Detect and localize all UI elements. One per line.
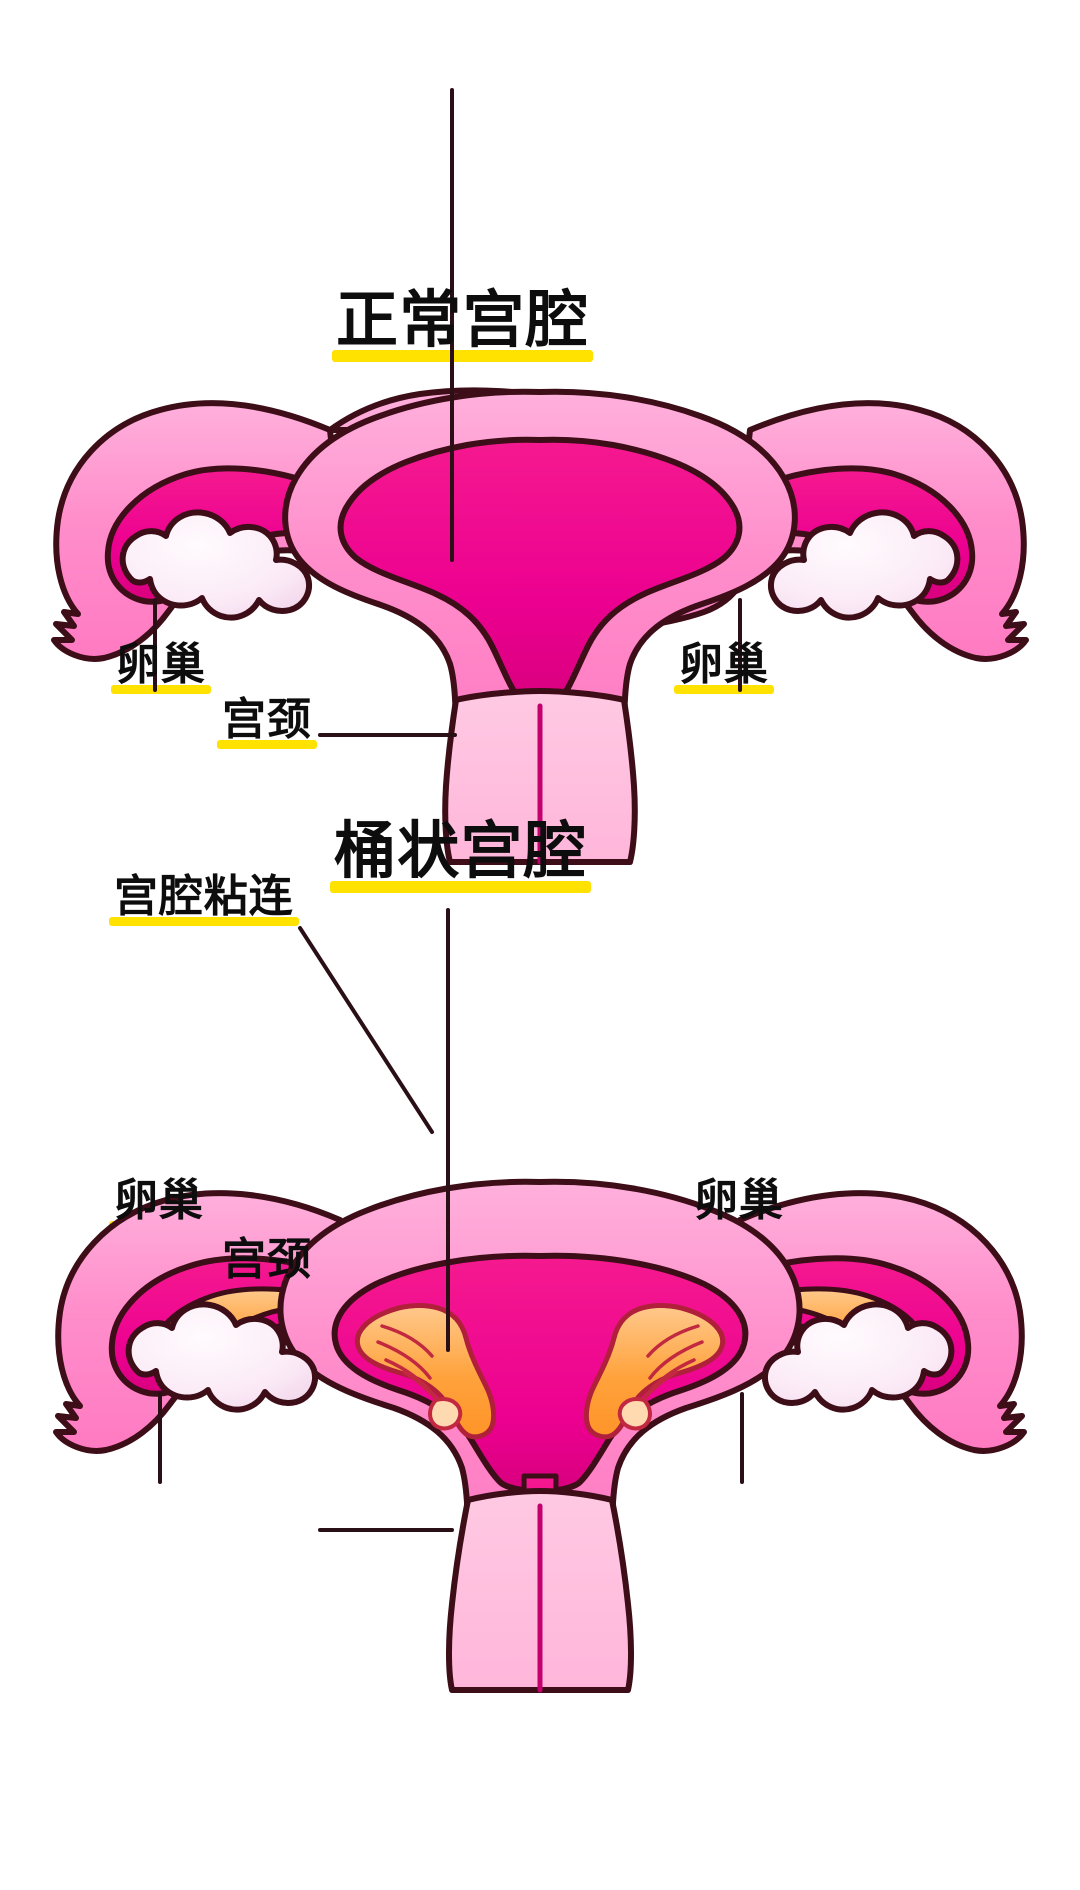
label-ovary-right-normal: 卵巢 [673, 640, 775, 695]
normal-uterus-title: 正常宫腔 [330, 287, 595, 363]
label-ovary-left-normal: 卵巢 [110, 640, 212, 695]
barrel-uterus-title: 桶状宫腔 [328, 818, 593, 894]
label-ovary-left-barrel: 卵巢 [108, 1176, 210, 1231]
label-cervix-normal: 宫颈 [216, 695, 318, 750]
label-adhesion: 宫腔粘连 [108, 872, 300, 927]
barrel-uterus-figure [53, 908, 1027, 1693]
label-cervix-barrel: 宫颈 [216, 1235, 318, 1290]
normal-uterus-figure [51, 88, 1029, 865]
label-ovary-right-barrel: 卵巢 [688, 1176, 790, 1231]
